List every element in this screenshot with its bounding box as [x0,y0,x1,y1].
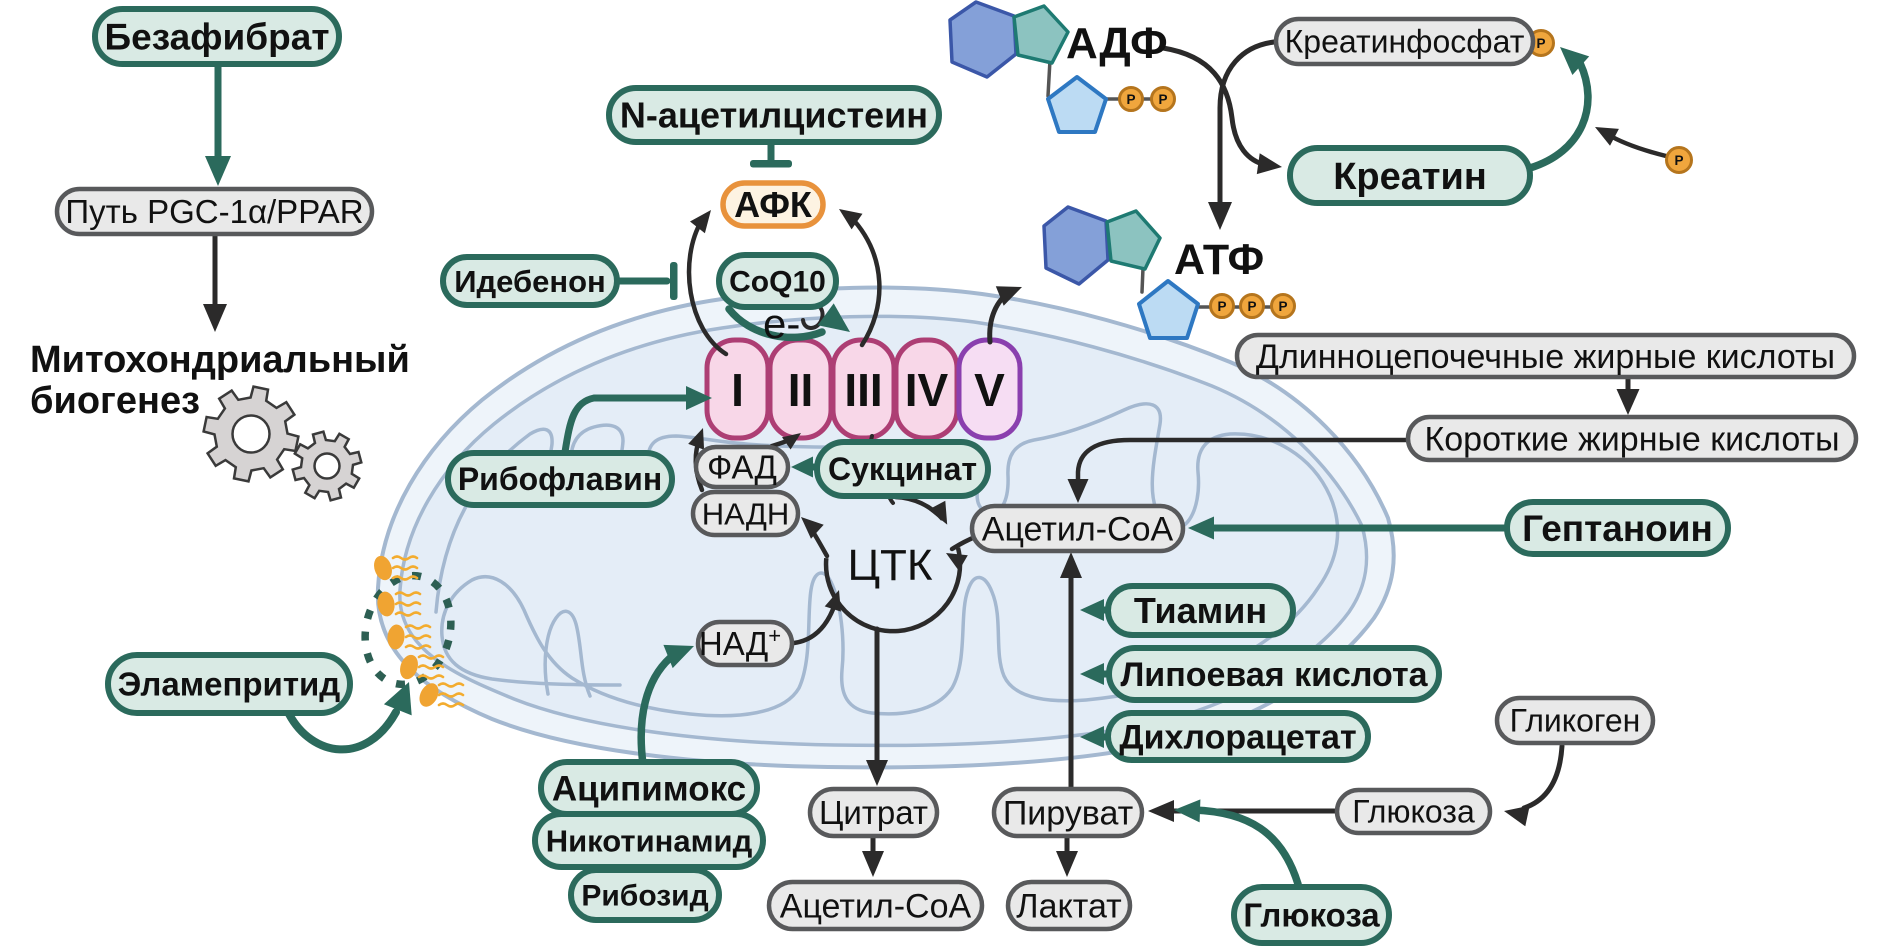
svg-text:P: P [1278,299,1287,314]
svg-text:Идебенон: Идебенон [454,264,606,299]
svg-text:P: P [1674,153,1683,168]
svg-text:Лактат: Лактат [1016,887,1121,925]
svg-text:АТФ: АТФ [1174,236,1264,284]
svg-text:Гептаноин: Гептаноин [1522,508,1713,549]
svg-text:Глюкоза: Глюкоза [1352,794,1475,830]
svg-text:P: P [1126,92,1135,107]
svg-text:Пируват: Пируват [1003,794,1133,832]
svg-text:Ацетил-СоА: Ацетил-СоА [780,887,972,925]
svg-text:Цитрат: Цитрат [819,794,928,831]
svg-text:IV: IV [905,364,949,416]
svg-text:АФК: АФК [734,184,813,225]
svg-text:АДФ: АДФ [1066,19,1168,68]
svg-text:Дихлорацетат: Дихлорацетат [1119,718,1356,756]
svg-text:ФАД: ФАД [707,449,777,486]
svg-text:Короткие жирные кислоты: Короткие жирные кислоты [1424,420,1839,458]
svg-text:Рибофлавин: Рибофлавин [458,461,662,497]
svg-text:Креатинфосфат: Креатинфосфат [1285,24,1525,60]
svg-text:CoQ10: CoQ10 [729,266,826,299]
svg-text:Гликоген: Гликоген [1510,703,1641,739]
svg-text:Путь PGC-1α/PPAR: Путь PGC-1α/PPAR [65,193,363,230]
svg-text:P: P [1158,92,1167,107]
svg-text:P: P [1217,299,1226,314]
svg-text:Рибозид: Рибозид [581,880,708,913]
svg-text:Глюкоза: Глюкоза [1243,897,1380,934]
svg-text:Аципимокс: Аципимокс [552,769,746,808]
svg-text:Эламепритид: Эламепритид [118,666,341,703]
svg-text:Сукцинат: Сукцинат [828,451,977,487]
svg-text:е-: е- [763,300,800,347]
svg-text:P: P [1536,36,1545,51]
svg-text:Безафибрат: Безафибрат [105,16,330,57]
svg-text:НАД+: НАД+ [699,623,781,662]
svg-text:N-ацетилцистеин: N-ацетилцистеин [620,95,928,136]
svg-text:НАДН: НАДН [702,496,789,531]
svg-text:Ацетил-CоА: Ацетил-CоА [982,510,1174,548]
svg-text:II: II [788,364,814,416]
svg-text:Длинноцепочечные жирные кислот: Длинноцепочечные жирные кислоты [1256,338,1835,376]
svg-text:ЦТК: ЦТК [847,541,932,590]
svg-text:I: I [731,364,744,416]
svg-text:Никотинамид: Никотинамид [546,823,753,858]
svg-text:III: III [844,364,882,416]
svg-text:биогенез: биогенез [30,380,200,422]
svg-text:Митохондриальный: Митохондриальный [30,339,410,381]
svg-text:V: V [974,364,1005,416]
svg-text:Липоевая кислота: Липоевая кислота [1120,656,1428,694]
svg-text:Креатин: Креатин [1333,156,1487,198]
svg-text:Тиамин: Тиамин [1134,590,1267,631]
svg-text:P: P [1247,299,1256,314]
